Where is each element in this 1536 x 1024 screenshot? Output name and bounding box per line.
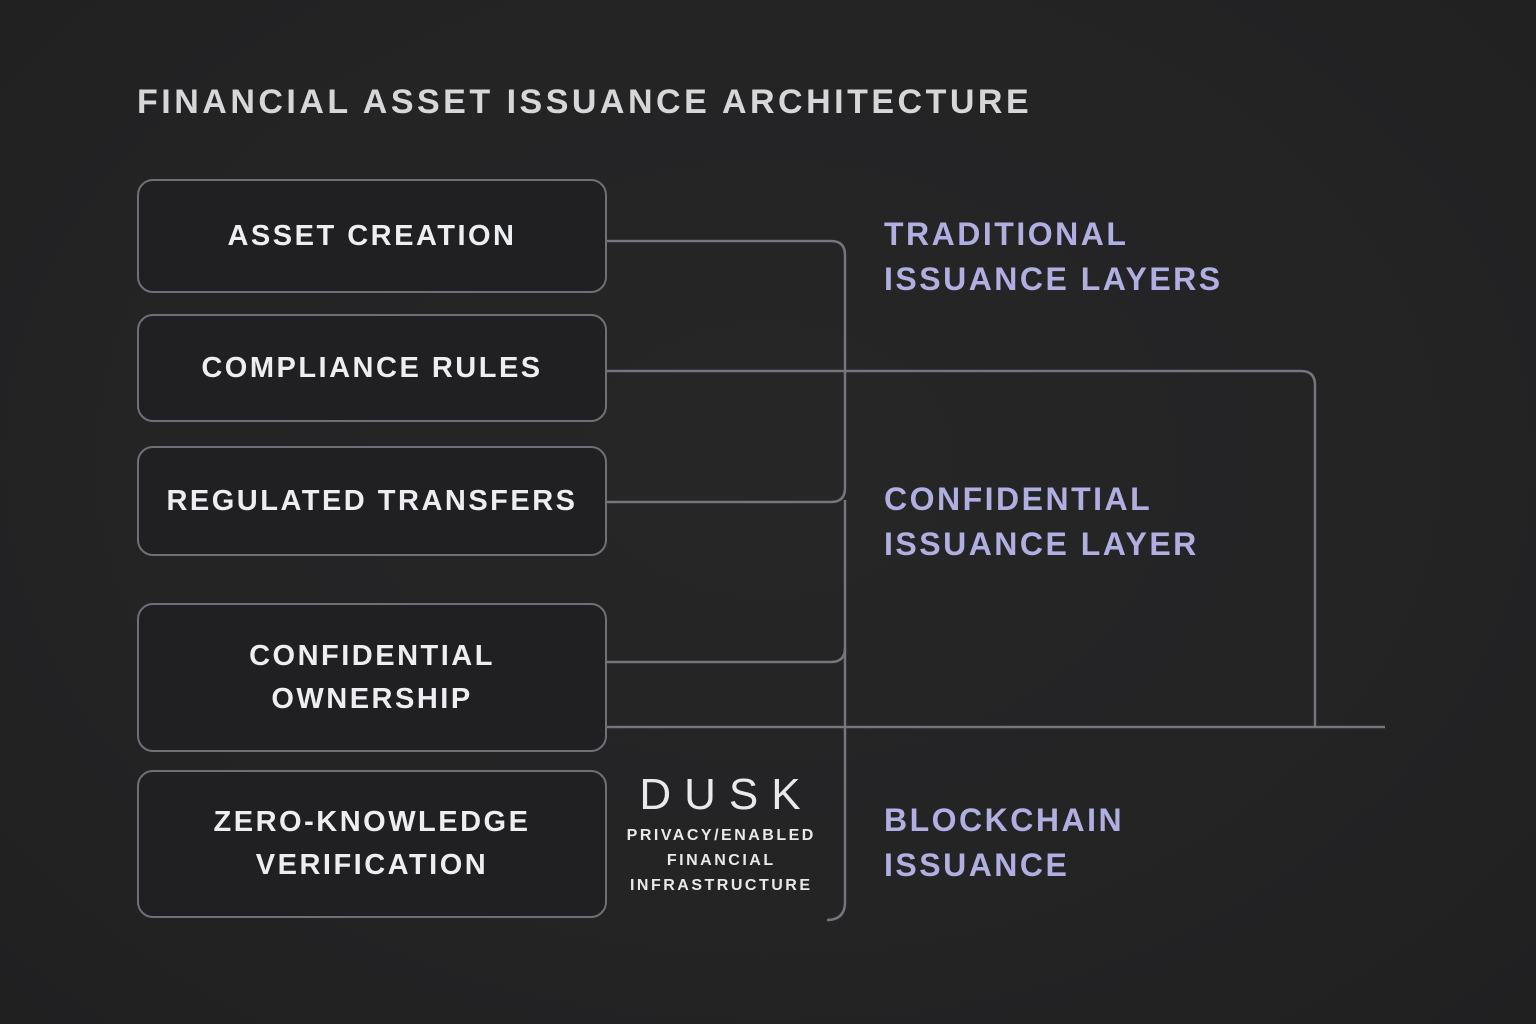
node-asset-creation: ASSET CREATION <box>137 179 607 293</box>
layer-label-line: CONFIDENTIAL <box>884 481 1153 517</box>
node-compliance-rules: COMPLIANCE RULES <box>137 314 607 422</box>
layer-label-line: TRADITIONAL <box>884 216 1129 252</box>
page-title: FINANCIAL ASSET ISSUANCE ARCHITECTURE <box>137 83 1033 121</box>
layer-label-line: ISSUANCE <box>884 847 1070 883</box>
layer-label-confidential: CONFIDENTIAL ISSUANCE LAYER <box>884 477 1199 567</box>
node-label: REGULATED TRANSFERS <box>166 484 578 517</box>
node-zero-knowledge-verification: ZERO-KNOWLEDGE VERIFICATION <box>137 770 607 918</box>
brand-wordmark: DUSK <box>639 770 814 819</box>
brand-tagline-line2: FINANCIAL <box>666 852 776 869</box>
node-confidential-ownership: CONFIDENTIAL OWNERSHIP <box>137 603 607 752</box>
connector-confidential-ownership <box>607 647 847 664</box>
node-label-line2: VERIFICATION <box>255 849 489 881</box>
node-label: CONFIDENTIAL <box>249 639 495 672</box>
node-label: ZERO-KNOWLEDGE <box>213 806 531 838</box>
layer-label-blockchain: BLOCKCHAIN ISSUANCE <box>884 798 1124 888</box>
brand-block: DUSK PRIVACY/ENABLED FINANCIAL INFRASTRU… <box>593 771 847 898</box>
connector-trunk-vertical <box>826 500 847 922</box>
node-label: ASSET CREATION <box>227 219 517 252</box>
node-label: COMPLIANCE RULES <box>201 351 543 384</box>
brand-tagline-line1: PRIVACY/ENABLED <box>626 827 816 844</box>
connector-compliance-route <box>607 369 1317 727</box>
node-regulated-transfers: REGULATED TRANSFERS <box>137 446 607 556</box>
layer-label-line: ISSUANCE LAYER <box>884 526 1199 562</box>
node-label-line2: OWNERSHIP <box>271 682 473 715</box>
layer-label-line: BLOCKCHAIN <box>884 802 1125 838</box>
layer-label-traditional: TRADITIONAL ISSUANCE LAYERS <box>884 212 1223 302</box>
brand-tagline-line3: INFRASTRUCTURE <box>629 877 813 894</box>
layer-label-line: ISSUANCE LAYERS <box>884 261 1223 297</box>
